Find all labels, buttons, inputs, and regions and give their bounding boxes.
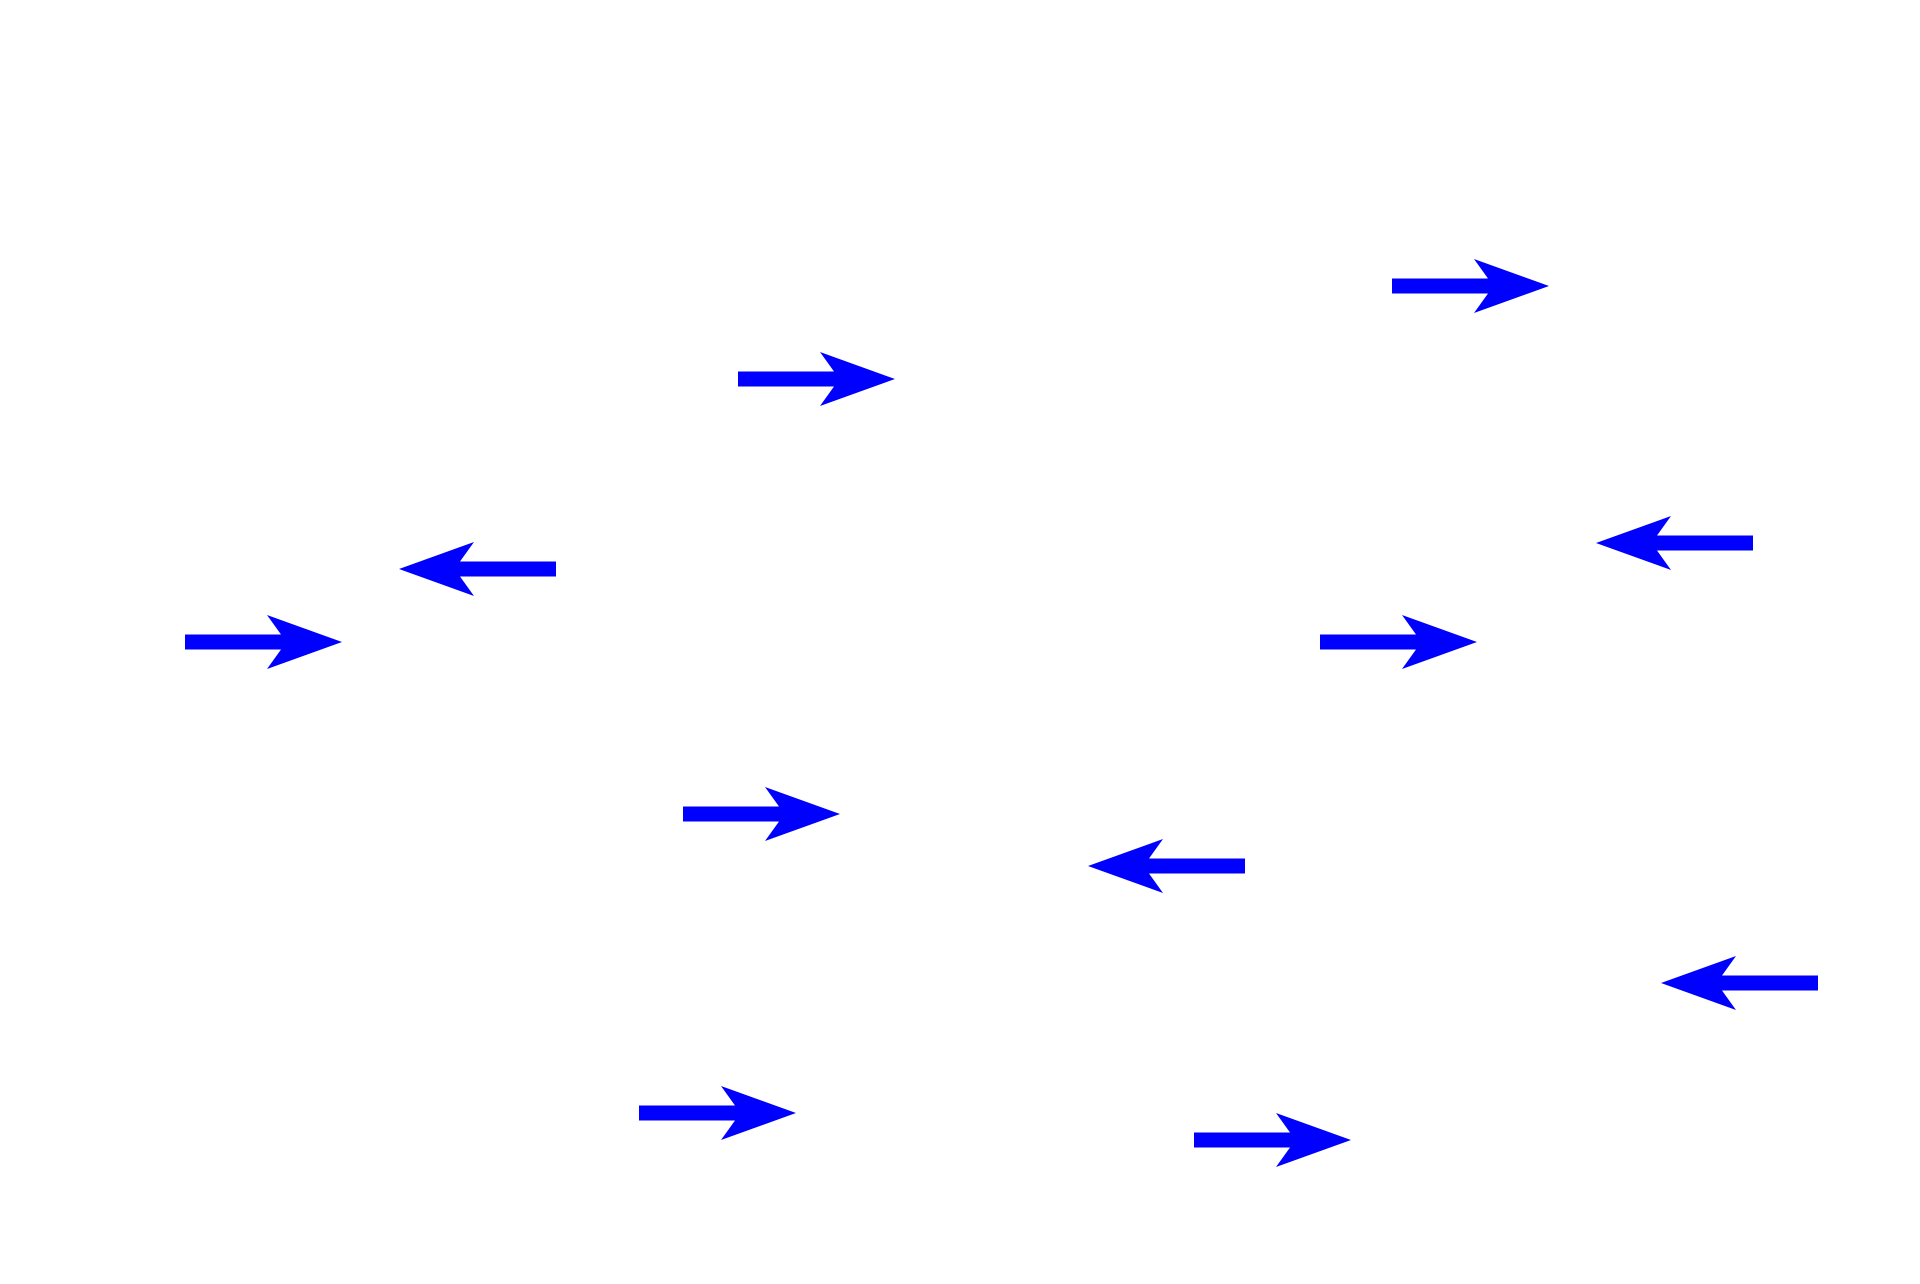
- arrow-left-5: [1596, 516, 1753, 570]
- arrow-right-6: [1320, 615, 1477, 669]
- arrow-left-9: [1661, 956, 1818, 1010]
- arrow-right-10: [639, 1086, 796, 1140]
- arrow-left-3: [399, 542, 556, 596]
- arrow-right-2: [738, 352, 895, 406]
- arrow-left-8: [1088, 839, 1245, 893]
- arrow-right-11: [1194, 1113, 1351, 1167]
- arrow-right-1: [1392, 259, 1549, 313]
- arrow-right-7: [683, 787, 840, 841]
- arrow-right-4: [185, 615, 342, 669]
